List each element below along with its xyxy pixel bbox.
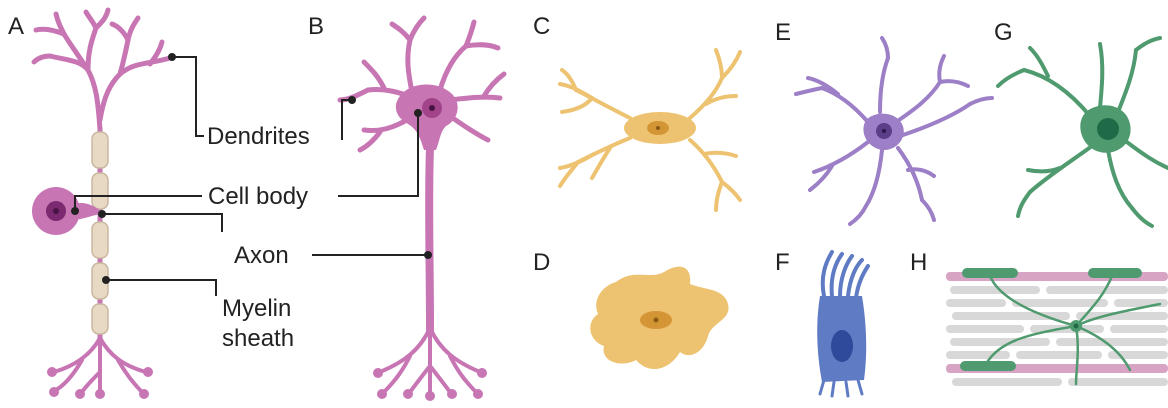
neuron-b-soma — [396, 84, 458, 150]
dendrites-leader-a — [172, 57, 204, 136]
panel-letter-a: A — [8, 13, 24, 40]
neuron-b-axon — [429, 148, 430, 330]
panel-letter-g: G — [994, 19, 1013, 46]
myelin-segment — [92, 222, 108, 258]
myelin-segment — [92, 132, 108, 168]
axon-leader-a — [102, 214, 222, 232]
neuron-b-nucleolus — [429, 105, 435, 111]
label-myelin-line2: sheath — [222, 325, 294, 352]
panel-letter-f: F — [775, 249, 790, 276]
neuron-a-terminals — [54, 338, 146, 392]
neuron-a-nucleolus — [53, 208, 59, 214]
myelin-sheath — [92, 132, 108, 334]
myelin-leader — [106, 280, 216, 296]
panel-letter-d: D — [533, 249, 550, 276]
oligodendrocyte-g-nucleus — [1097, 118, 1119, 140]
panel-letter-b: B — [308, 13, 324, 40]
microglia-e — [796, 38, 992, 224]
dendrites-leader-b — [342, 100, 352, 140]
panel-letter-c: C — [533, 13, 550, 40]
label-axon: Axon — [234, 242, 289, 269]
myelinated-axons-h — [946, 268, 1168, 386]
myelin-segment — [92, 304, 108, 334]
ependymal-f-nucleus — [831, 330, 853, 362]
cell-body-leader-b — [338, 113, 418, 196]
neuron-b-terminals — [380, 328, 480, 394]
panel-letter-e: E — [775, 19, 791, 46]
label-myelin-line1: Myelin — [222, 295, 291, 322]
label-dendrites: Dendrites — [207, 123, 310, 150]
label-cell-body: Cell body — [208, 183, 308, 210]
neuron-a-dendrites — [34, 10, 170, 130]
astrocyte-c — [560, 50, 740, 210]
neuron-a — [32, 10, 170, 399]
ependymal-f — [817, 252, 868, 396]
astrocyte-d — [590, 267, 728, 369]
neuron-b — [340, 18, 504, 401]
myelin-segment — [92, 173, 108, 209]
oligodendrocyte-g — [998, 38, 1168, 226]
panel-letter-h: H — [910, 249, 927, 276]
